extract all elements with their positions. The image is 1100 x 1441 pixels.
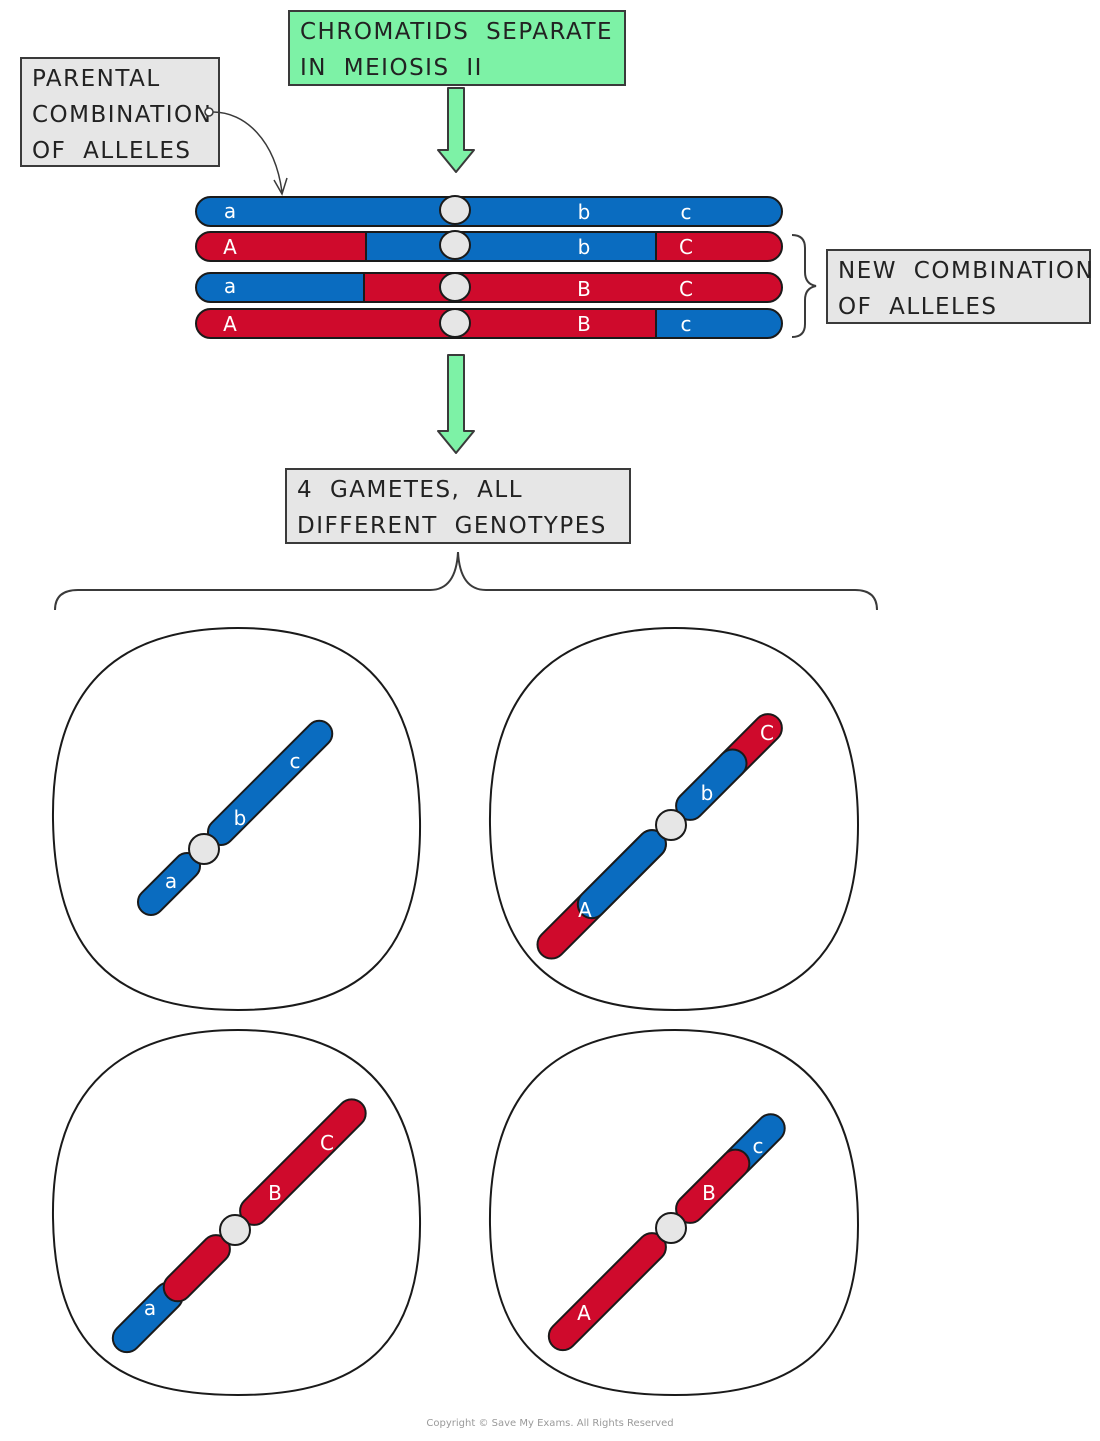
allele-label: C	[320, 1131, 334, 1155]
gamete-cell-1	[51, 626, 422, 1012]
copyright-notice: Copyright © Save My Exams. All Rights Re…	[426, 1418, 674, 1429]
arrow-down-2	[437, 354, 475, 454]
gamete-chromosome-1: a b c	[136, 719, 334, 917]
allele-label: B	[577, 312, 591, 336]
allele-label: B	[702, 1181, 716, 1205]
gamete-chromosome-2: A b C	[536, 713, 783, 960]
allele-label: A	[577, 1301, 591, 1325]
allele-label: c	[681, 200, 692, 224]
gamete-cell-4	[488, 1028, 860, 1397]
allele-label: B	[268, 1181, 282, 1205]
chromatid-3: a B C	[195, 272, 783, 303]
chromatid-centromeres	[439, 195, 471, 338]
allele-label: a	[224, 199, 236, 223]
allele-label: c	[753, 1134, 764, 1158]
chromatid-1: a b c	[195, 196, 783, 227]
allele-label: C	[679, 277, 693, 301]
allele-label: A	[223, 235, 237, 259]
chromatid-2: A b C	[195, 231, 783, 262]
allele-label: c	[681, 312, 692, 336]
gamete-cell-2	[488, 626, 860, 1012]
allele-label: a	[165, 869, 177, 893]
chromatids-separate-label: CHROMATIDS SEPARATE IN MEIOSIS II	[288, 10, 626, 86]
allele-label: a	[224, 274, 236, 298]
allele-label: B	[577, 277, 591, 301]
allele-label: A	[223, 312, 237, 336]
new-combination-label: NEW COMBINATION OF ALLELES	[826, 249, 1093, 324]
allele-label: b	[234, 806, 247, 830]
parental-pointer	[204, 107, 288, 196]
arrow-down-1	[437, 87, 475, 173]
allele-label: b	[578, 235, 591, 259]
new-combination-brace	[791, 234, 817, 338]
gametes-brace	[54, 551, 878, 611]
allele-label: a	[144, 1296, 156, 1320]
chromatid-4: A B c	[195, 308, 783, 339]
allele-label: A	[578, 898, 592, 922]
gamete-chromosome-4: A B c	[547, 1113, 786, 1352]
allele-label: c	[290, 749, 301, 773]
gametes-label: 4 GAMETES, ALL DIFFERENT GENOTYPES	[285, 468, 631, 544]
allele-label: b	[701, 781, 714, 805]
allele-label: C	[760, 721, 774, 745]
allele-label: C	[679, 235, 693, 259]
allele-label: b	[578, 200, 591, 224]
gamete-cell-3	[51, 1028, 422, 1397]
gamete-chromosome-3: a B C	[111, 1098, 367, 1354]
